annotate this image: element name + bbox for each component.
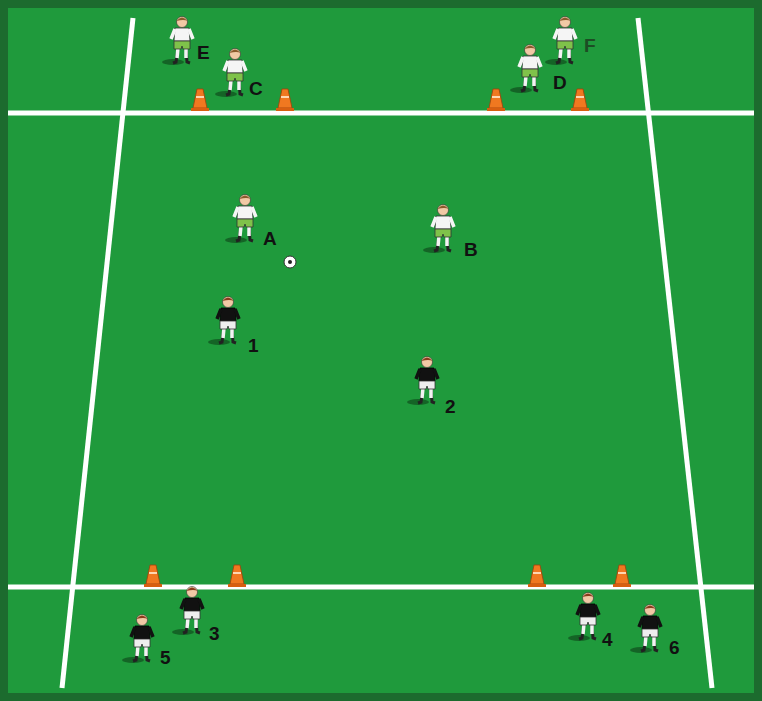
player-label: C <box>249 79 263 98</box>
player-label: A <box>263 229 277 248</box>
field-lines <box>8 18 754 688</box>
player-label: 5 <box>160 648 171 667</box>
cones <box>144 89 631 587</box>
player-label: 6 <box>669 638 680 657</box>
grass <box>8 8 754 693</box>
player-label: 2 <box>445 397 456 416</box>
ball <box>284 256 296 268</box>
player-label: 4 <box>602 630 613 649</box>
player-label: D <box>553 73 567 92</box>
player-label: 1 <box>248 336 259 355</box>
player-label: 3 <box>209 624 220 643</box>
players <box>122 17 661 664</box>
player-label: F <box>584 36 596 55</box>
player-label: E <box>197 43 210 62</box>
player-label: B <box>464 240 478 259</box>
